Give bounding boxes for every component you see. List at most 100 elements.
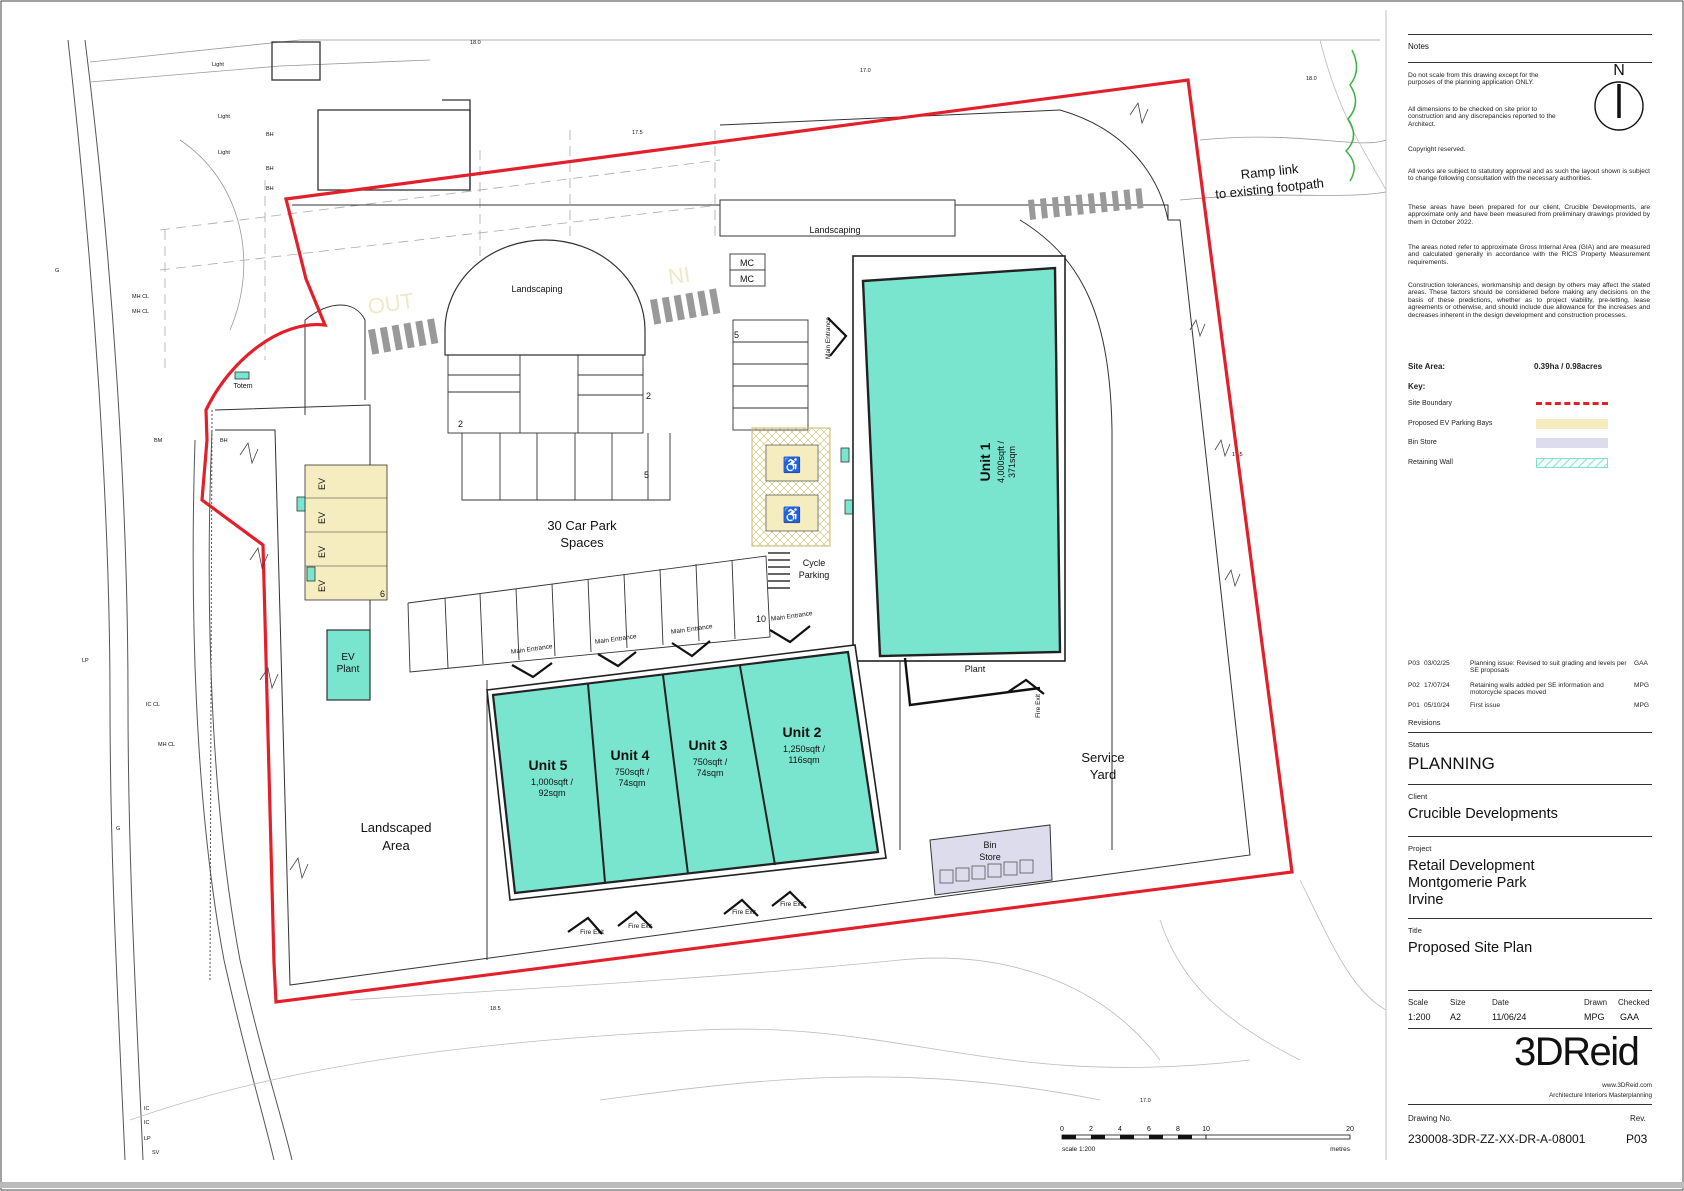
note: Copyright reserved. [1408, 146, 1466, 153]
ramp-link-label: Ramp link [1240, 161, 1300, 182]
client-value: Crucible Developments [1408, 806, 1558, 822]
tree-line [1344, 49, 1358, 182]
cycle-parking-label: Cycle [803, 558, 826, 568]
wheelchair-icon: ♿ [783, 506, 802, 524]
revision-by: GAA [1634, 660, 1648, 667]
central-landscaping [444, 239, 646, 356]
unit-1-area: 371sqm [1007, 446, 1017, 478]
units-2-5-block: Unit 5 1,000sqft / 92sqm Unit 4 750sqft … [486, 644, 887, 901]
bin-store: Bin Store [929, 824, 1053, 896]
revision-code: P03 [1408, 660, 1420, 667]
meta-value-drawn: MPG [1584, 1012, 1605, 1022]
note: All works are subject to statutory appro… [1408, 168, 1650, 183]
bay-number: 2 [458, 419, 463, 429]
main-entrance-label: Main Entrance [771, 610, 814, 623]
survey-label: LP [144, 1136, 151, 1142]
bay-number: 10 [756, 614, 766, 624]
landscaping-top-label: Landscaping [809, 225, 860, 235]
survey-label: Light [212, 62, 224, 68]
scale-tick: 6 [1147, 1126, 1151, 1133]
existing-buildings [271, 41, 471, 191]
survey-label: G [55, 268, 59, 274]
unit-5-area: 92sqm [538, 788, 565, 798]
central-parking-bays [447, 354, 671, 501]
car-park-label: 30 Car Park [547, 518, 617, 533]
bay-number: 5 [644, 470, 649, 480]
scale-tick: 2 [1089, 1126, 1093, 1133]
rev-label: Rev. [1630, 1114, 1646, 1123]
existing-road [67, 39, 293, 1161]
meta-label-scale: Scale [1408, 998, 1429, 1007]
car-park-label: Spaces [560, 535, 604, 550]
totem [234, 371, 250, 380]
site-kerbs [214, 109, 1251, 986]
main-entrance-label: Main Entrance [595, 633, 638, 646]
fire-exit-label: Fire Exit [732, 909, 756, 916]
bay-number: 2 [646, 391, 651, 401]
mc-label: MC [740, 274, 754, 284]
scale-bar: 0 2 4 6 8 10 20 scale 1:200 metres [1060, 1126, 1354, 1153]
main-entrance-label: Main Entrance [671, 623, 714, 636]
divider [1408, 34, 1652, 35]
title-value: Proposed Site Plan [1408, 940, 1533, 956]
fire-exit-label: Fire Exit [780, 901, 804, 908]
note: The areas noted refer to approximate Gro… [1408, 244, 1650, 266]
meta-label-date: Date [1492, 998, 1509, 1007]
bay-number: 5 [734, 330, 739, 340]
meta-label-drawn: Drawn [1584, 998, 1608, 1007]
unit-2-area: 1,250sqft / [783, 744, 826, 754]
key-swatch-retaining-wall [1536, 458, 1608, 468]
notes-title: Notes [1408, 42, 1429, 51]
unit-4-name: Unit 4 [611, 747, 650, 763]
rev-value: P03 [1626, 1132, 1648, 1146]
bin-store-label: Store [979, 852, 1001, 862]
landscaped-area-label: Area [382, 838, 410, 853]
contour-label: 17.0 [860, 68, 871, 74]
unit-4-area: 750sqft / [615, 767, 650, 777]
existing-car-park-lines [159, 130, 721, 370]
scale-tick: 10 [1202, 1126, 1210, 1133]
ev-plant [326, 629, 371, 701]
meta-value-scale: 1:200 [1408, 1012, 1431, 1022]
survey-label: SV [152, 1150, 160, 1156]
project-line: Retail Development [1408, 858, 1535, 874]
revision-desc: Retaining walls added per SE information… [1470, 682, 1604, 696]
key-label-bin-store: Bin Store [1408, 439, 1437, 446]
key-label-ev-bays: Proposed EV Parking Bays [1408, 420, 1493, 427]
project-line: Montgomerie Park [1408, 875, 1527, 891]
totem-label: Totem [233, 383, 252, 390]
fire-exit-label: Fire Exit [1035, 694, 1042, 718]
status-value: PLANNING [1408, 754, 1495, 773]
key-label-site-boundary: Site Boundary [1408, 400, 1452, 407]
out-marking: OUT [366, 288, 415, 319]
unit-3-area: 750sqft / [693, 757, 728, 767]
survey-label: Light [218, 114, 230, 120]
motorcycle-bays: MC MC [729, 253, 766, 287]
scale-tick: 0 [1060, 1126, 1064, 1133]
ev-bay-label: EV [317, 580, 327, 592]
right-parking-bays [732, 319, 809, 431]
revision-row: P03 03/02/25 Planning issue: Revised to … [1408, 660, 1648, 674]
revisions-label: Revisions [1408, 718, 1441, 727]
key-title: Key: [1408, 382, 1426, 391]
company-logo: 3DReid [1514, 1030, 1640, 1074]
mc-label: MC [740, 258, 754, 268]
revision-date: 03/02/25 [1424, 660, 1450, 667]
cycle-parking-label: Parking [799, 570, 830, 580]
plant-enclosure [903, 657, 1041, 707]
site-area-label: Site Area: [1408, 362, 1446, 371]
unit-2-name: Unit 2 [783, 724, 822, 740]
revision-code: P01 [1408, 702, 1420, 709]
fire-exit-label: Fire Exit [580, 929, 604, 936]
survey-label: IC [144, 1106, 150, 1112]
revision-by: MPG [1634, 682, 1650, 689]
retaining-wall-west [209, 409, 213, 981]
contour-label: 18.0 [1306, 76, 1317, 82]
ramp-link-label: to existing footpath [1214, 175, 1324, 201]
main-entrance-label: Main Entrance [825, 317, 832, 359]
divider [1408, 784, 1652, 785]
divider [1408, 1028, 1652, 1029]
ev-plant-label: Plant [337, 664, 360, 675]
landscaping-strip [719, 199, 956, 237]
unit-3-name: Unit 3 [689, 737, 728, 753]
